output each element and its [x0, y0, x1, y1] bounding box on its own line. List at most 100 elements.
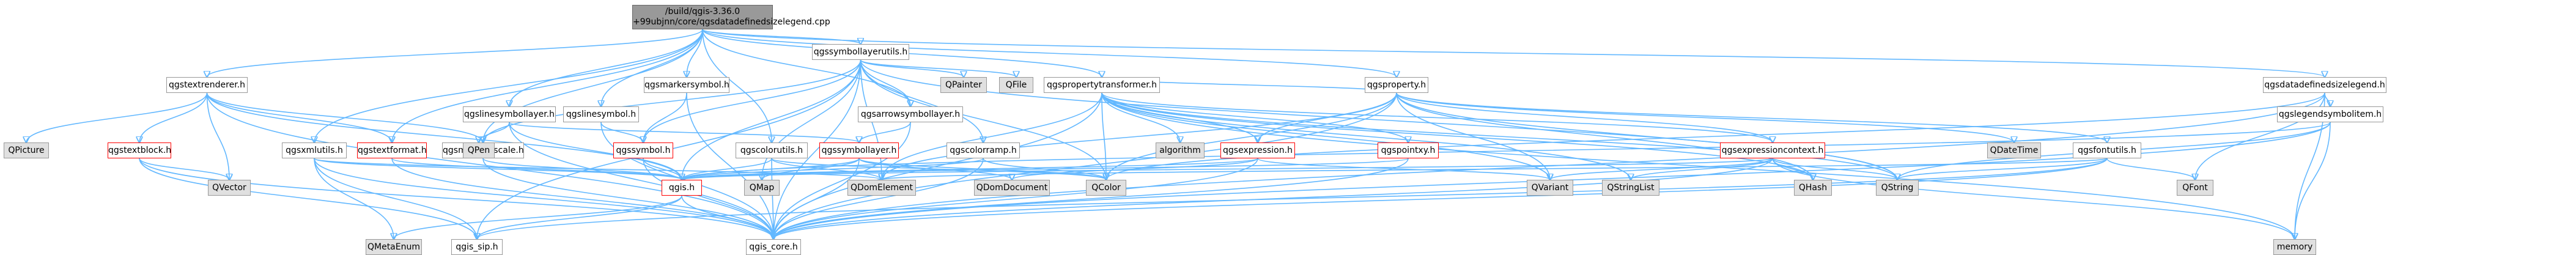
node-QMap[interactable]: QMap [744, 180, 780, 196]
node-qgscolorramp[interactable]: qgscolorramp.h [947, 142, 1020, 158]
dependency-edge [762, 59, 862, 180]
dependency-edge [314, 29, 703, 142]
dependency-edge [509, 122, 773, 239]
node-qgsfontutils[interactable]: qgsfontutils.h [2073, 142, 2141, 158]
node-QPen[interactable]: QPen [463, 142, 495, 158]
dependency-edge [643, 92, 687, 142]
node-qgspointxy[interactable]: qgspointxy.h [1378, 142, 1439, 158]
dependency-edge [1106, 92, 1397, 180]
dependency-edge [860, 59, 984, 142]
node-QPicture[interactable]: QPicture [4, 142, 49, 158]
dependency-edge [773, 158, 1409, 239]
dependency-edge [206, 92, 484, 142]
node-qgssymbol[interactable]: qgssymbol.h [613, 142, 673, 158]
node-qgstextblock[interactable]: qgstextblock.h [108, 142, 171, 158]
dependency-edge [314, 158, 394, 239]
node-QStringList[interactable]: QStringList [1602, 180, 1659, 196]
node-algorithm[interactable]: algorithm [1156, 142, 1205, 158]
node-qgsproperty[interactable]: qgsproperty.h [1365, 77, 1428, 93]
dependency-edge [682, 158, 1409, 180]
node-qgstextrenderer[interactable]: qgstextrenderer.h [166, 77, 248, 93]
dependency-edge [773, 92, 1397, 239]
node-qgssymbollayer[interactable]: qgssymbollayer.h [819, 142, 899, 158]
node-qgstextformat[interactable]: qgstextformat.h [357, 142, 427, 158]
node-QString[interactable]: QString [1876, 180, 1919, 196]
dependency-edge [643, 59, 862, 142]
dependency-edge [702, 29, 1397, 77]
dependency-edge [314, 158, 882, 180]
dependency-edge [482, 158, 682, 180]
dependency-edge [682, 158, 1258, 180]
dependency-edge [772, 158, 773, 239]
dependency-edge [1396, 92, 2107, 142]
dependency-edge [139, 158, 477, 239]
dependency-edge [509, 122, 682, 180]
dependency-edge [2106, 158, 2195, 180]
dependency-edge [477, 158, 2108, 239]
dependency-edge [392, 29, 703, 142]
dependency-edge [686, 92, 773, 239]
dependency-edge [771, 158, 1106, 180]
dependency-edge [206, 92, 774, 239]
dependency-edge [1396, 92, 1773, 142]
node-QHash[interactable]: QHash [1794, 180, 1832, 196]
dependency-edge [391, 158, 682, 180]
dependency-edge [860, 59, 911, 106]
dependency-edge [860, 59, 964, 77]
node-QFont[interactable]: QFont [2177, 180, 2213, 196]
node-qgslegendsymbolitem[interactable]: qgslegendsymbolitem.h [2277, 106, 2383, 122]
node-QDomDocument[interactable]: QDomDocument [974, 180, 1050, 196]
node-memory[interactable]: memory [2273, 239, 2316, 255]
node-QDateTime[interactable]: QDateTime [1987, 142, 2041, 158]
node-qgscolorutils[interactable]: qgscolorutils.h [736, 142, 808, 158]
node-qgslinesymbollayer[interactable]: qgslinesymbollayer.h [463, 106, 556, 122]
node-QFile[interactable]: QFile [999, 77, 1033, 93]
node-qgssymbollayerutils[interactable]: qgssymbollayerutils.h [812, 44, 909, 60]
dependency-edge [682, 59, 862, 180]
node-qgis[interactable]: qgis.h [662, 180, 702, 196]
dependency-edge [1772, 158, 1897, 180]
node-QVector[interactable]: QVector [208, 180, 251, 196]
dependency-edge [1772, 158, 1813, 180]
dependency-edge [702, 29, 2325, 77]
node-root-file[interactable]: /build/qgis-3.36.0+99ubjnn/core/qgsdatad… [632, 5, 830, 29]
dependency-edge [482, 158, 773, 239]
node-qgsmarkersymbol[interactable]: qgsmarkersymbol.h [644, 77, 729, 93]
dependency-edge [1396, 92, 2014, 142]
dependency-edge [702, 29, 772, 142]
dependency-edge [762, 158, 860, 180]
node-qgsexpressioncontext[interactable]: qgsexpressioncontext.h [1720, 142, 1825, 158]
node-QDomElement[interactable]: QDomElement [847, 180, 916, 196]
dependency-edge [1396, 92, 1550, 180]
node-qgis-core[interactable]: qgis_core.h [746, 239, 801, 255]
node-QPainter[interactable]: QPainter [940, 77, 987, 93]
node-qgslinesymbol[interactable]: qgslinesymbol.h [563, 106, 639, 122]
node-qgspropertytransformer[interactable]: qgspropertytransformer.h [1044, 77, 1160, 93]
dependency-edge [206, 92, 230, 180]
dependency-edge [1396, 92, 1813, 180]
dependency-edge [771, 158, 882, 180]
dependency-edge [773, 59, 862, 239]
node-qgis-sip[interactable]: qgis_sip.h [451, 239, 503, 255]
node-qgsdatadefinedsizelegend[interactable]: qgsdatadefinedsizelegend.h [2263, 77, 2386, 93]
node-qgsarrowsymbollayer[interactable]: qgsarrowsymbollayer.h [858, 106, 963, 122]
dependency-edge [859, 122, 911, 142]
dependency-edge [483, 59, 862, 142]
dependency-edge [682, 122, 2331, 180]
dependency-edge [682, 158, 1773, 180]
dependency-edge [773, 92, 1102, 239]
dependency-edge [1631, 158, 1773, 180]
dependency-edge [1106, 92, 2325, 180]
node-qgsexpression[interactable]: qgsexpression.h [1220, 142, 1295, 158]
dependency-edge [1101, 92, 1550, 180]
node-QVariant[interactable]: QVariant [1527, 180, 1573, 196]
node-qgsxmlutils[interactable]: qgsxmlutils.h [282, 142, 347, 158]
node-QColor[interactable]: QColor [1086, 180, 1126, 196]
dependency-edge [509, 29, 703, 106]
dependency-edge [1101, 92, 1813, 180]
node-QMetaEnum[interactable]: QMetaEnum [366, 239, 422, 255]
dependency-edge [681, 195, 773, 239]
dependency-edge [643, 158, 773, 239]
dependency-edge [1897, 158, 2108, 180]
